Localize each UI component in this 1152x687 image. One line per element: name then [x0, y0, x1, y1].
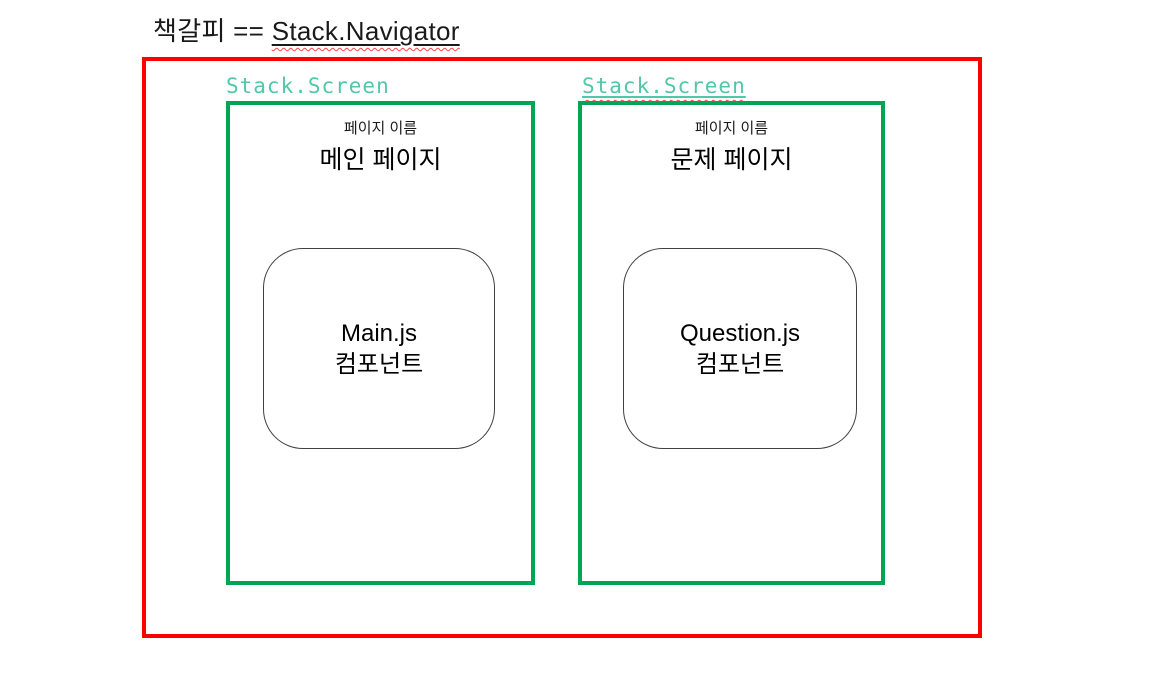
- page-name-caption-1: 페이지 이름: [343, 120, 418, 137]
- component-2-type: 컴포넌트: [695, 350, 785, 378]
- page-name-caption-2: 페이지 이름: [694, 120, 769, 137]
- title-term-underline: Stack.Navigator: [272, 16, 460, 46]
- component-box-1: Main.js 컴포넌트: [263, 248, 495, 449]
- title-prefix: 책갈피 ==: [153, 16, 272, 46]
- stack-screen-label-1-text: Stack.Screen: [226, 74, 390, 98]
- stack-screen-box-2: 페이지 이름 문제 페이지 Question.js 컴포넌트: [578, 101, 885, 585]
- stack-screen-label-1: Stack.Screen: [226, 74, 390, 98]
- stack-screen-label-2-underline: Stack.Screen: [582, 74, 746, 98]
- page-title: 책갈피 == Stack.Navigator: [153, 11, 460, 48]
- title-term: Stack.Navigator: [271, 16, 460, 46]
- stack-screen-label-2-text: Stack.Screen: [582, 74, 746, 98]
- stack-screen-box-1: 페이지 이름 메인 페이지 Main.js 컴포넌트: [226, 101, 535, 585]
- component-2-name: Question.js: [679, 319, 801, 347]
- component-box-2: Question.js 컴포넌트: [623, 248, 857, 449]
- page-name-1: 메인 페이지: [319, 146, 442, 174]
- component-1-type: 컴포넌트: [334, 350, 424, 378]
- page-name-2: 문제 페이지: [670, 146, 793, 174]
- stack-screen-label-2: Stack.Screen: [582, 74, 746, 98]
- component-1-name: Main.js: [340, 319, 418, 347]
- stack-navigator-box: [142, 57, 982, 638]
